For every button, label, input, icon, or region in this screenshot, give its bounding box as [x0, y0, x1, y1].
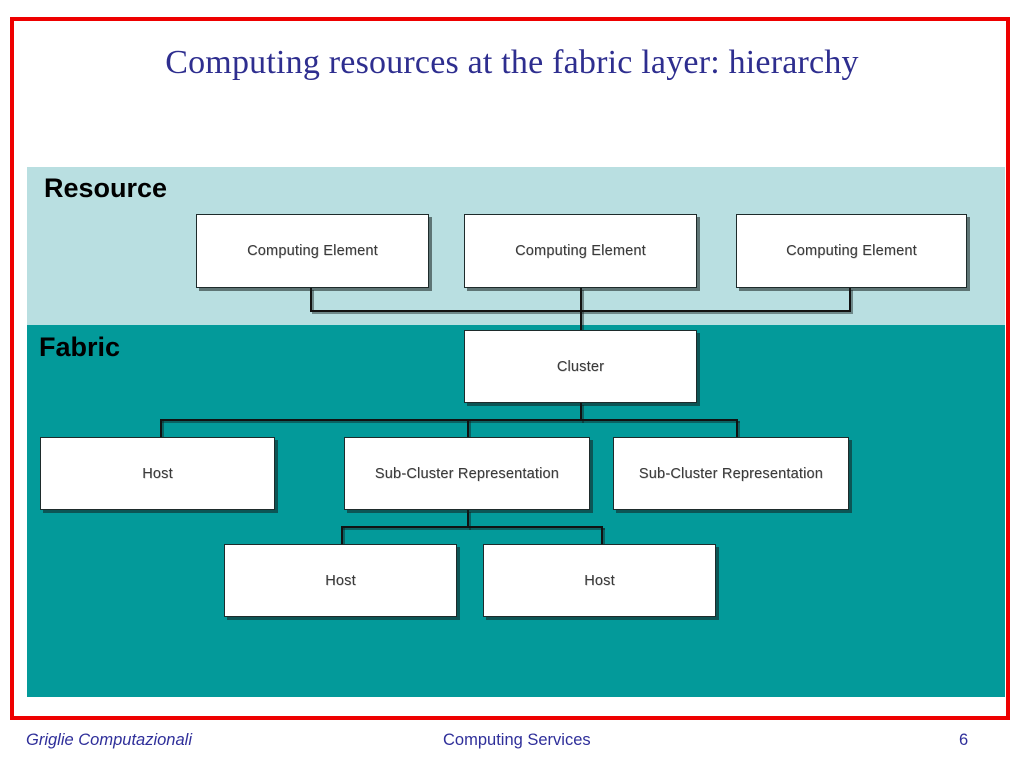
slide-footer: Griglie Computazionali Computing Service…	[0, 731, 1024, 759]
edge-bus-to-host3	[601, 526, 603, 544]
edge-scr1-bus	[341, 526, 603, 528]
edge-ce3-stub	[849, 288, 851, 310]
edge-cluster-drop	[580, 403, 582, 421]
edge-bus-to-cluster	[580, 310, 582, 332]
node-label: Computing Element	[247, 243, 378, 259]
page-title: Computing resources at the fabric layer:…	[165, 44, 859, 81]
node-computing-element-3[interactable]: Computing Element	[736, 214, 967, 288]
node-sub-cluster-representation-2[interactable]: Sub-Cluster Representation	[613, 437, 849, 510]
edge-bus-to-host1	[160, 419, 162, 437]
edge-scr1-drop	[467, 510, 469, 528]
resource-layer-label: Resource	[44, 173, 168, 203]
fabric-layer-label: Fabric	[39, 332, 121, 362]
edge-bus-to-host2	[341, 526, 343, 544]
hierarchy-diagram: Resource Fabric Computing Element Comput…	[27, 167, 1005, 697]
edge-bus-to-scr2	[736, 419, 738, 437]
node-computing-element-1[interactable]: Computing Element	[196, 214, 429, 288]
node-label: Cluster	[556, 358, 605, 375]
node-host-3[interactable]: Host	[483, 544, 716, 617]
edge-ce2-stub	[580, 288, 582, 310]
node-label: Host	[584, 572, 615, 589]
node-sub-cluster-representation-1[interactable]: Sub-Cluster Representation	[344, 437, 590, 510]
edge-cluster-bus	[160, 419, 738, 421]
node-label: Sub-Cluster Representation	[374, 465, 560, 482]
footer-course-title: Griglie Computazionali	[26, 731, 192, 749]
node-label: Computing Element	[786, 243, 917, 259]
edge-ce1-stub	[310, 288, 312, 310]
node-label: Computing Element	[515, 243, 646, 259]
node-host-1[interactable]: Host	[40, 437, 275, 510]
footer-section-title: Computing Services	[443, 731, 591, 749]
node-computing-element-2[interactable]: Computing Element	[464, 214, 697, 288]
node-host-2[interactable]: Host	[224, 544, 457, 617]
node-cluster[interactable]: Cluster	[464, 330, 697, 403]
footer-page-number: 6	[959, 731, 969, 749]
node-label: Host	[142, 465, 173, 482]
node-label: Sub-Cluster Representation	[638, 465, 824, 482]
edge-bus-to-scr1	[467, 419, 469, 437]
node-label: Host	[325, 572, 356, 589]
